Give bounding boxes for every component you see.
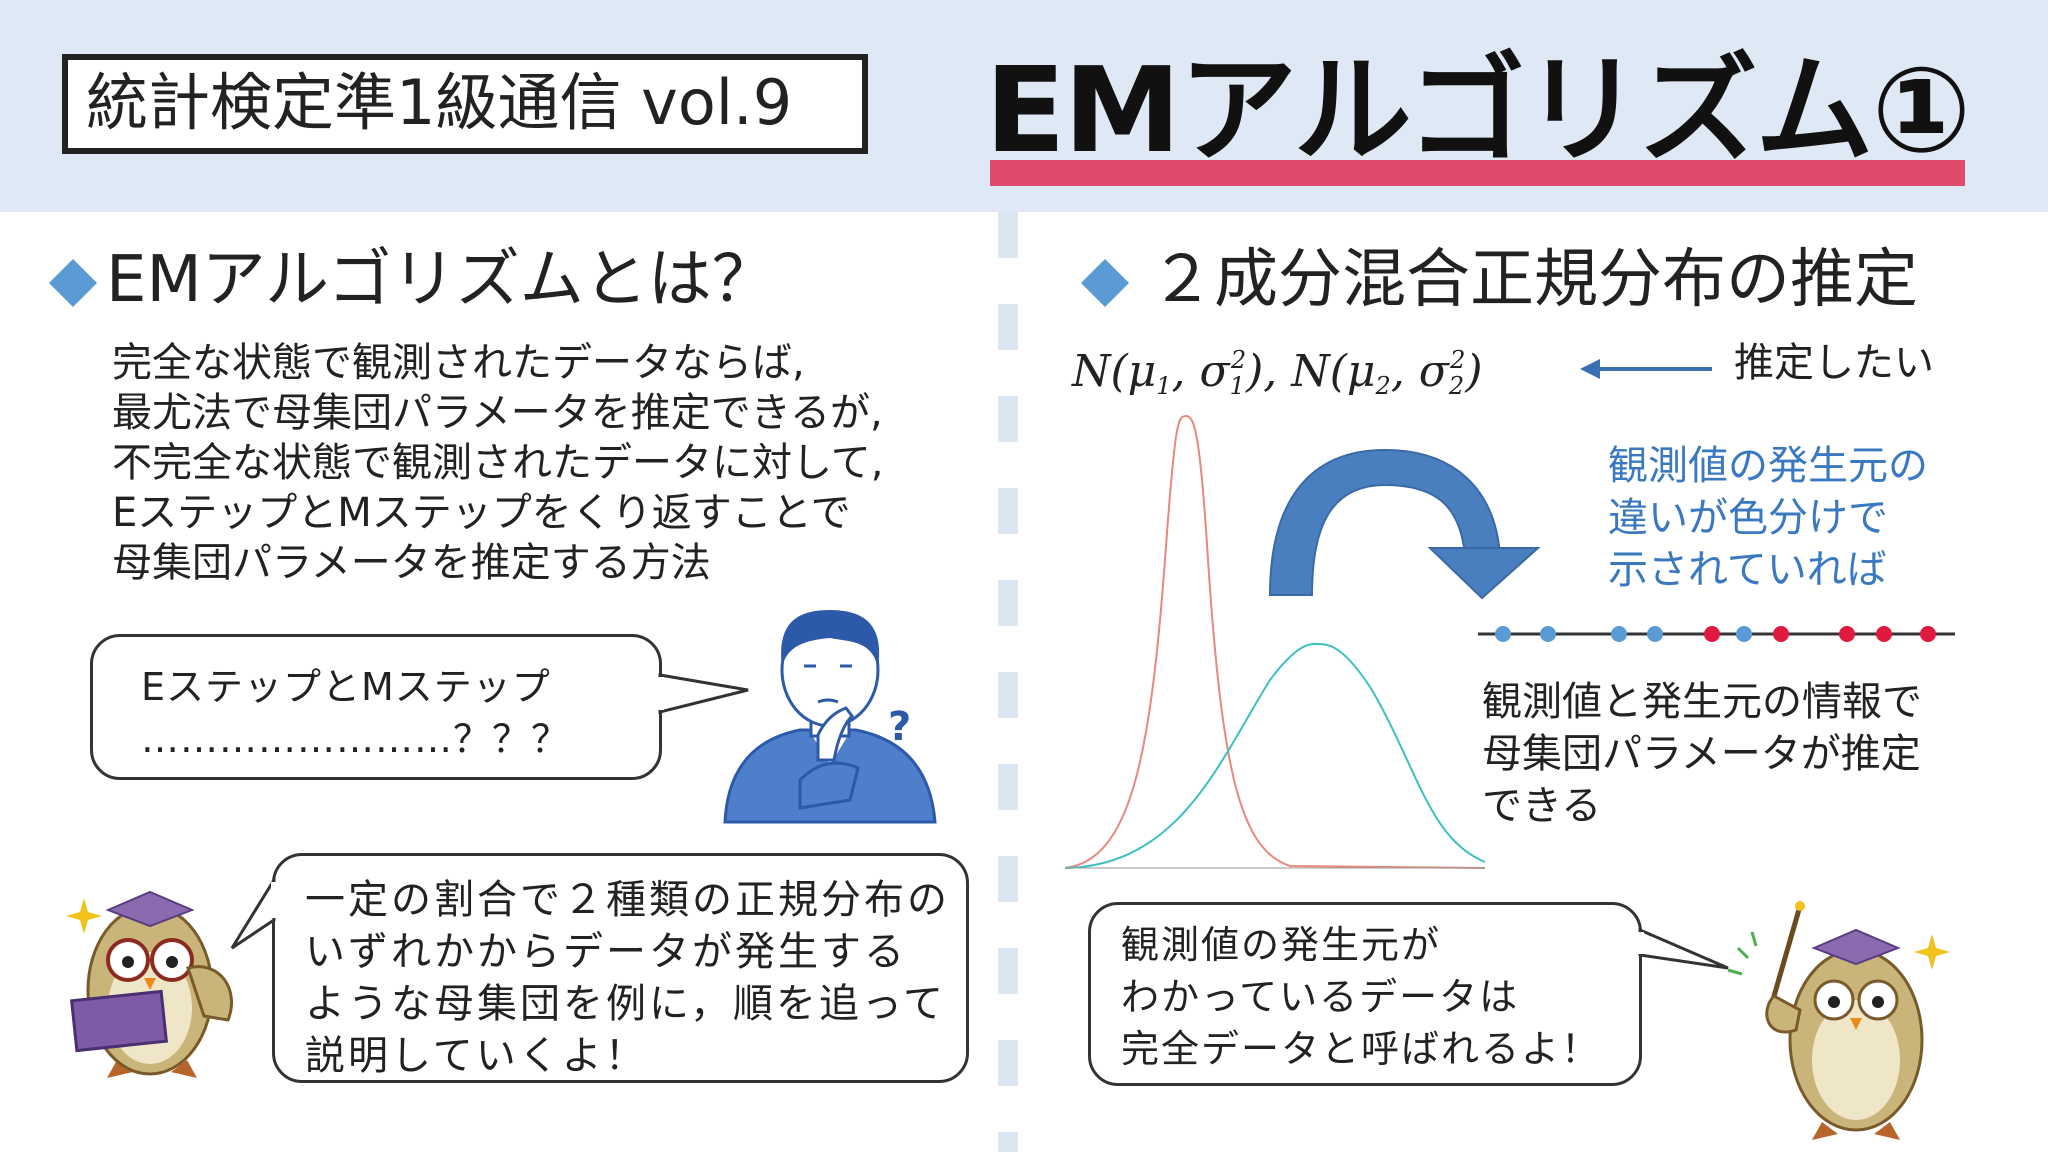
curved-arrow-icon: [1268, 448, 1541, 600]
bubble-tail: [658, 673, 749, 714]
note-line: 示されていれば: [1608, 547, 1887, 593]
sparkle-icon: [1914, 934, 1950, 970]
bubble-line: わかっているデータは: [1121, 975, 1520, 1019]
bubble-line: EステップとMステップ: [141, 665, 551, 709]
teal-density-curve: [1064, 642, 1486, 869]
distribution-formula: N(μ1, σ12), N(μ2, σ22): [1072, 346, 1483, 400]
info-line: 観測値と発生元の情報で: [1482, 679, 1922, 725]
series-label: 統計検定準1級通信 vol.9: [62, 54, 868, 154]
bubble-tail-mask: [1636, 932, 1644, 954]
question-mark-icon: ?: [888, 704, 911, 750]
motion-lines-icon: [1727, 931, 1758, 976]
color-coded-note: 観測値の発生元の 違いが色分けで 示されていれば: [1608, 440, 1928, 596]
column-divider: [998, 212, 1018, 1152]
description-line: EステップとMステップをくり返すことで: [112, 490, 851, 536]
estimate-label: 推定したい: [1734, 340, 1934, 386]
bubble-line: 一定の割合で２種類の正規分布の: [305, 877, 950, 923]
man-speech-bubble: EステップとMステップ ……………………？？？: [90, 634, 662, 780]
info-line: できる: [1482, 783, 1602, 829]
owl-professor-icon: [1765, 901, 1924, 1140]
bubble-line: 完全データと呼ばれるよ！: [1121, 1027, 1602, 1071]
bubble-tail: [1638, 927, 1729, 970]
em-description: 完全な状態で観測されたデータならば, 最尤法で母集団パラメータを推定できるが, …: [112, 338, 884, 588]
bubble-line: ……………………？？？: [141, 717, 571, 761]
sparkle-icon: [66, 898, 102, 934]
page-title: EMアルゴリズム①: [985, 41, 1971, 179]
note-line: 違いが色分けで: [1608, 495, 1888, 541]
description-line: 母集団パラメータを推定する方法: [112, 540, 711, 586]
bubble-tail: [230, 874, 276, 950]
section-title-left: EMアルゴリズムとは？: [106, 243, 776, 317]
bubble-line: いずれかからデータが発生する: [305, 929, 907, 975]
bubble-line: ような母集団を例に，順を追って: [305, 981, 946, 1027]
businessman-thinking-icon: [723, 610, 937, 824]
owl-professor-icon: [69, 890, 233, 1078]
bubble-line: 観測値の発生元が: [1121, 923, 1442, 967]
red-density-curve: [1064, 414, 1486, 869]
description-line: 不完全な状態で観測されたデータに対して,: [112, 440, 884, 486]
description-line: 完全な状態で観測されたデータならば,: [112, 340, 805, 386]
note-line: 観測値の発生元の: [1608, 443, 1928, 489]
bubble-tail-mask: [656, 677, 664, 710]
title-underline: [990, 160, 1965, 186]
bubble-line: 説明していくよ！: [305, 1033, 648, 1079]
owl-speech-bubble-right: 観測値の発生元が わかっているデータは 完全データと呼ばれるよ！: [1088, 902, 1642, 1086]
complete-info-note: 観測値と発生元の情報で 母集団パラメータが推定 できる: [1482, 676, 1922, 832]
section-title-right: ２成分混合正規分布の推定: [1150, 243, 1918, 317]
observation-dot-line: [1478, 626, 1955, 642]
info-line: 母集団パラメータが推定: [1482, 731, 1921, 777]
description-line: 最尤法で母集団パラメータを推定できるが,: [112, 390, 883, 436]
mixture-density-curves: [1064, 414, 1486, 869]
bubble-tail-mask: [271, 882, 279, 918]
owl-speech-bubble-left: 一定の割合で２種類の正規分布の いずれかからデータが発生する ような母集団を例に…: [272, 853, 969, 1083]
left-arrow-icon: [1580, 359, 1712, 379]
